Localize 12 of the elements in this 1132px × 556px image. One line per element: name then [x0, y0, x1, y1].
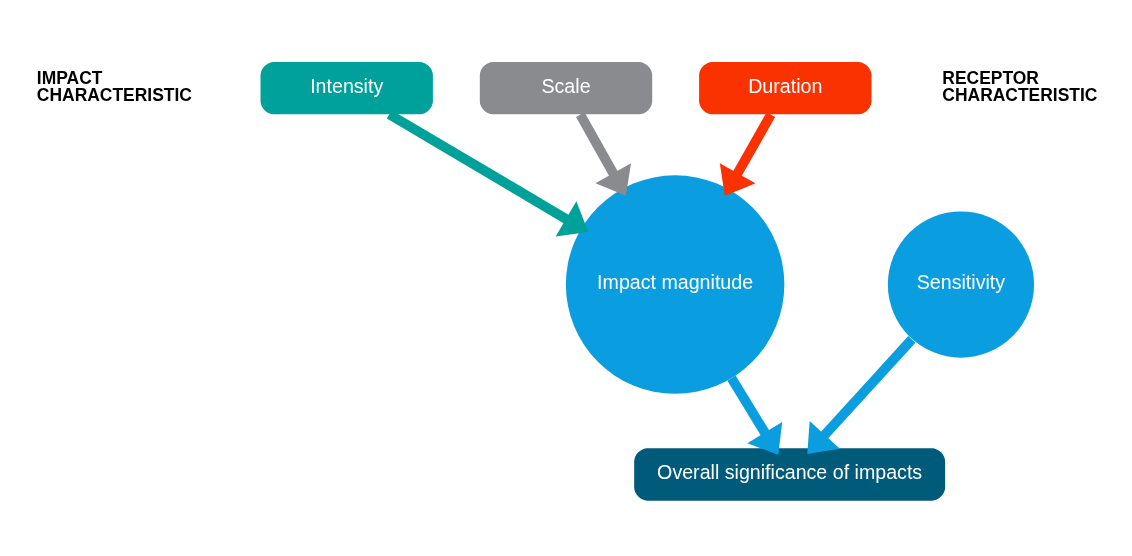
label: RECEPTOR CHARACTERISTIC — [942, 67, 1098, 105]
node-box: Duration — [699, 61, 872, 115]
arrow — [575, 112, 632, 196]
node-box: Overall significance of impacts — [634, 448, 946, 501]
node-box: Scale — [479, 61, 653, 115]
arrow — [719, 112, 776, 196]
arrow — [807, 336, 916, 455]
node-circle: Sensitivity — [887, 211, 1035, 358]
node-box: Intensity — [260, 61, 433, 115]
node-circle: Impact magnitude — [565, 175, 785, 394]
arrow — [727, 375, 783, 455]
label: IMPACT CHARACTERISTIC — [36, 67, 192, 105]
